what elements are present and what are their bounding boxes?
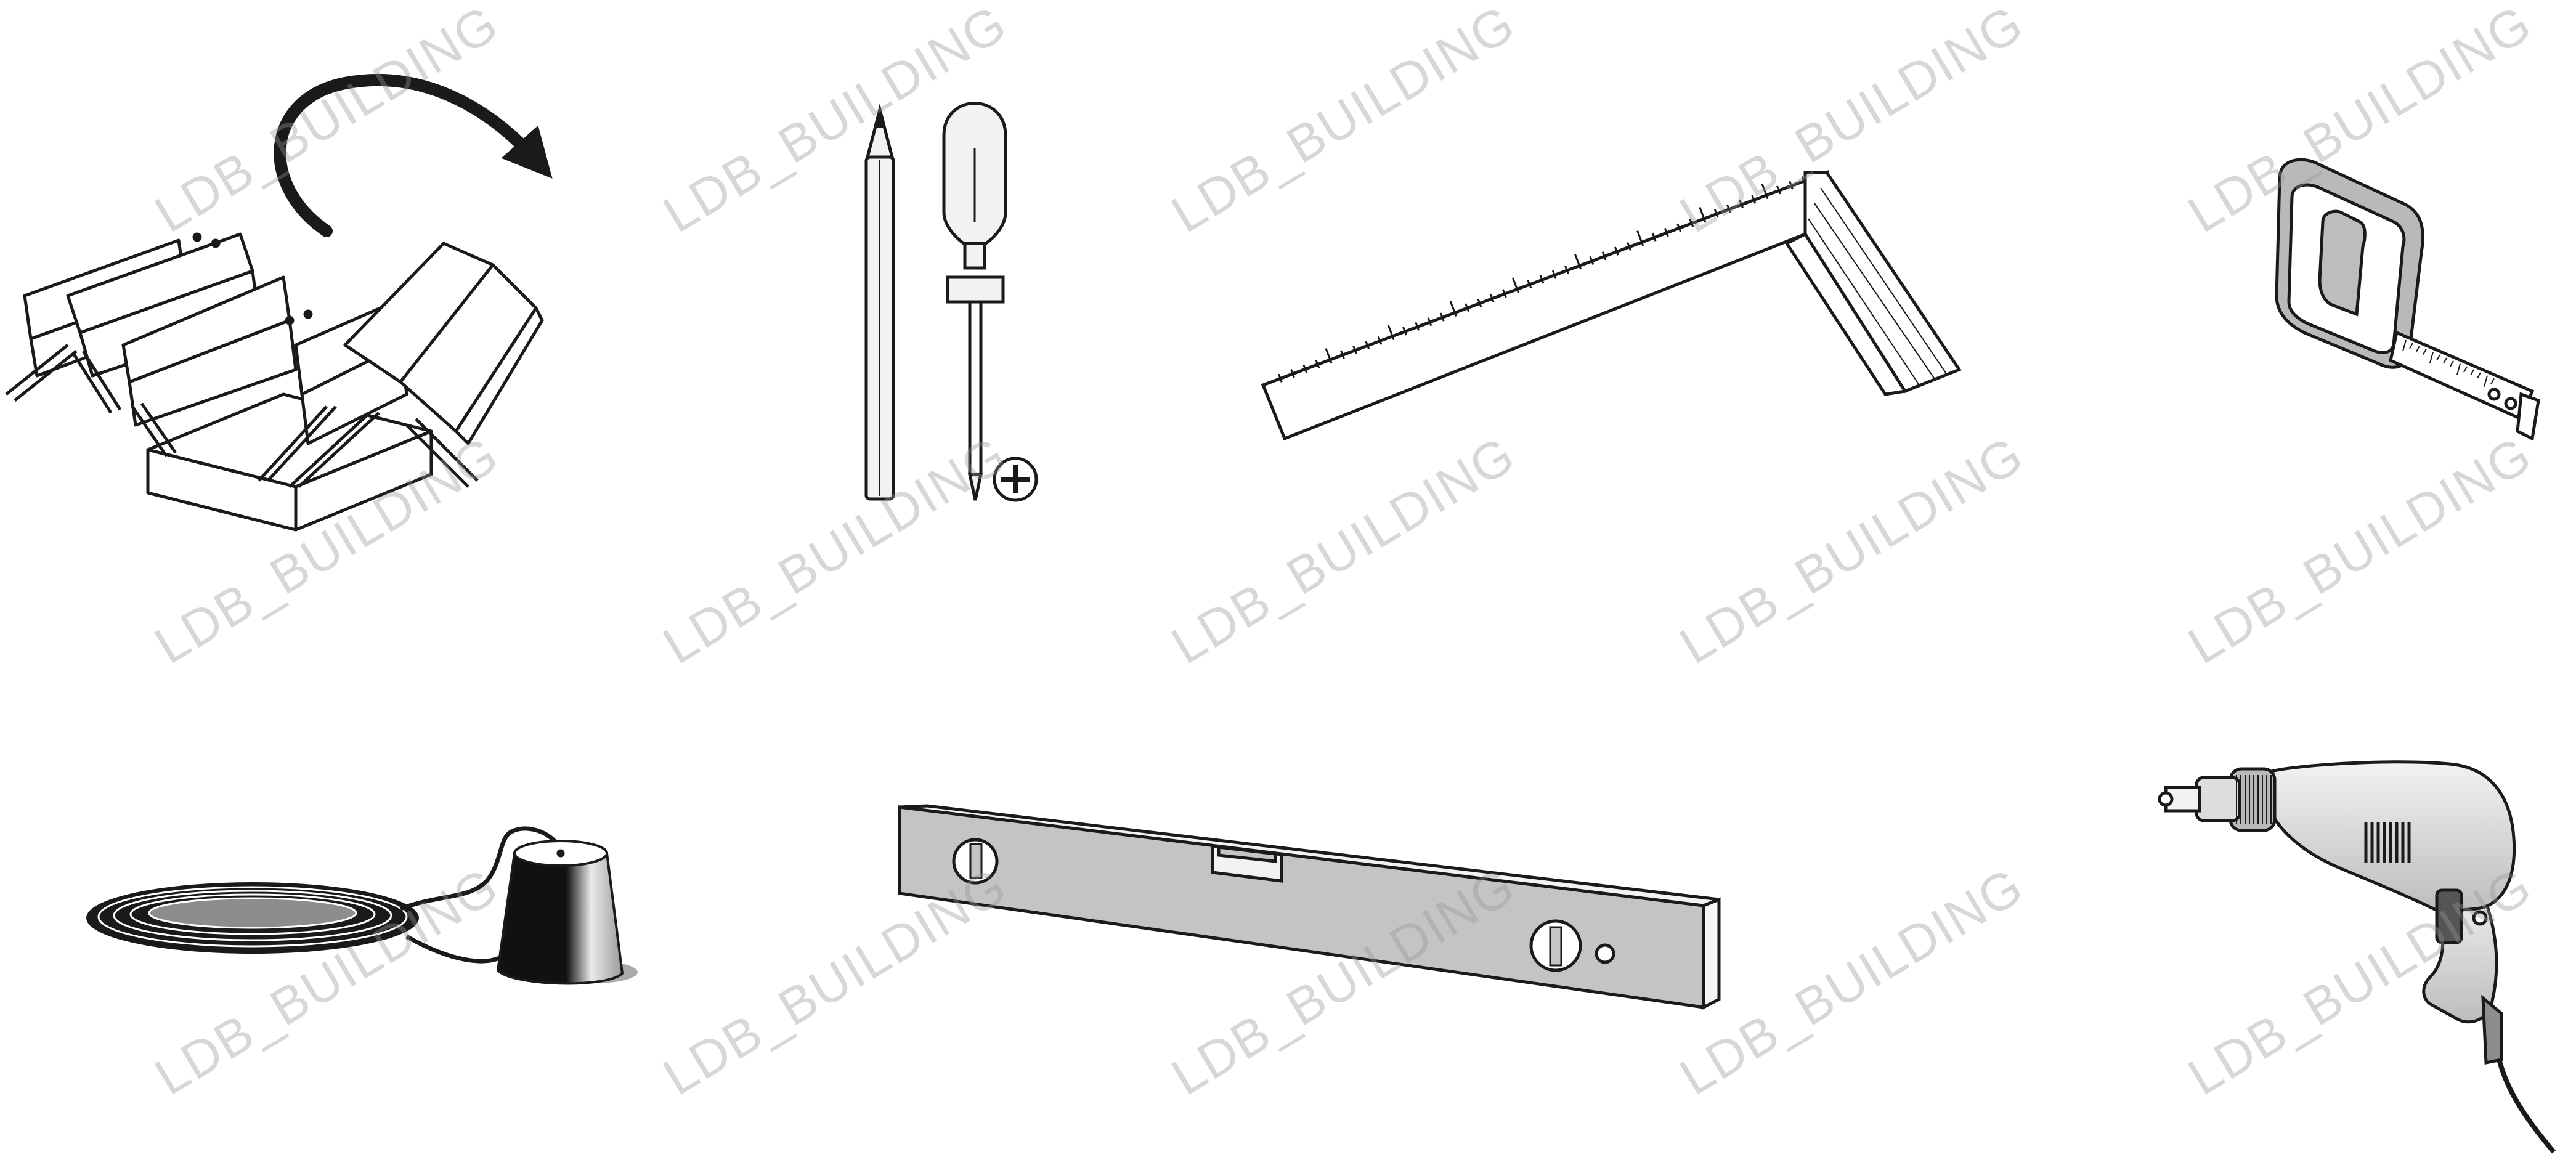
ruler-tick bbox=[1676, 223, 1681, 232]
ruler-tick bbox=[1489, 293, 1495, 303]
tape-tick bbox=[2423, 348, 2427, 355]
ruler-tick bbox=[1501, 289, 1507, 298]
tape-tick bbox=[2470, 369, 2474, 376]
ruler-tick bbox=[1627, 242, 1631, 251]
ruler-tick bbox=[1601, 251, 1607, 261]
ruler-tick bbox=[1315, 359, 1320, 368]
cord-icon bbox=[86, 826, 638, 985]
ruler-tick bbox=[1564, 266, 1569, 275]
square-ruler-icon bbox=[1261, 169, 1962, 441]
tape-ticks bbox=[2402, 339, 2495, 387]
ruler-tick bbox=[1387, 324, 1395, 341]
ruler-tick bbox=[1477, 298, 1482, 307]
ruler-tick bbox=[1713, 209, 1719, 218]
ruler-tick bbox=[1699, 206, 1707, 223]
ruler-tick bbox=[1539, 275, 1545, 284]
tape-tick bbox=[2416, 346, 2420, 352]
tape-tick bbox=[2429, 351, 2434, 363]
ruler-tick bbox=[1290, 369, 1295, 378]
ruler-tick bbox=[1801, 176, 1806, 185]
tape-tick bbox=[2443, 357, 2447, 364]
ruler-tick bbox=[1511, 277, 1519, 293]
pencil-icon bbox=[864, 104, 895, 501]
ruler-tick bbox=[1789, 181, 1794, 190]
ruler-tick bbox=[1776, 185, 1781, 195]
ruler-tick bbox=[1751, 195, 1757, 204]
ruler-tick bbox=[1340, 350, 1345, 359]
tape-tick bbox=[2402, 339, 2407, 352]
screwdriver-icon bbox=[942, 102, 1038, 502]
ruler-tick bbox=[1402, 327, 1407, 336]
ruler-tick bbox=[1726, 204, 1731, 213]
ruler-tick bbox=[1574, 254, 1582, 270]
ruler-tick bbox=[1352, 345, 1357, 355]
tape-tick bbox=[2484, 375, 2488, 387]
ruler-tick bbox=[1465, 303, 1470, 312]
toolbox-icon bbox=[5, 232, 544, 532]
ruler-tick bbox=[1377, 336, 1383, 345]
tape-tick bbox=[2450, 360, 2454, 367]
ruler-tick bbox=[1527, 280, 1532, 289]
curved-arrow-icon bbox=[274, 73, 553, 237]
ruler-tick bbox=[1427, 317, 1432, 327]
chuck-knurling bbox=[2236, 775, 2272, 824]
ruler-tick bbox=[1277, 373, 1283, 383]
ruler-tick bbox=[1551, 270, 1557, 279]
ruler-tick bbox=[1636, 230, 1644, 246]
tape-tick bbox=[2409, 343, 2413, 349]
ruler-tick bbox=[1589, 256, 1595, 265]
tape-tick bbox=[2490, 378, 2495, 384]
ruler-tick bbox=[1449, 301, 1457, 317]
tape-tick bbox=[2477, 372, 2481, 379]
ruler-tick bbox=[1614, 246, 1619, 256]
ruler-tick bbox=[1415, 322, 1420, 331]
ruler-tick bbox=[1664, 228, 1669, 237]
ruler-tick bbox=[1689, 218, 1694, 227]
ruler-tick bbox=[1302, 364, 1308, 373]
drill-icon bbox=[2158, 760, 2556, 1154]
tape-tick bbox=[2456, 363, 2461, 375]
ruler-tick bbox=[1325, 347, 1333, 364]
ruler-tick bbox=[1739, 200, 1744, 209]
ruler-tick bbox=[1761, 183, 1769, 200]
tape-tick bbox=[2463, 366, 2468, 373]
ruler-tick bbox=[1365, 341, 1370, 350]
ruler-ticks bbox=[1277, 176, 1806, 383]
ruler-tick bbox=[1439, 312, 1445, 322]
drill-vents bbox=[2364, 822, 2411, 863]
level-icon bbox=[898, 804, 1721, 1010]
ruler-tick bbox=[1651, 232, 1657, 242]
tape-tick bbox=[2436, 354, 2440, 361]
tape-measure-icon bbox=[2275, 158, 2540, 441]
